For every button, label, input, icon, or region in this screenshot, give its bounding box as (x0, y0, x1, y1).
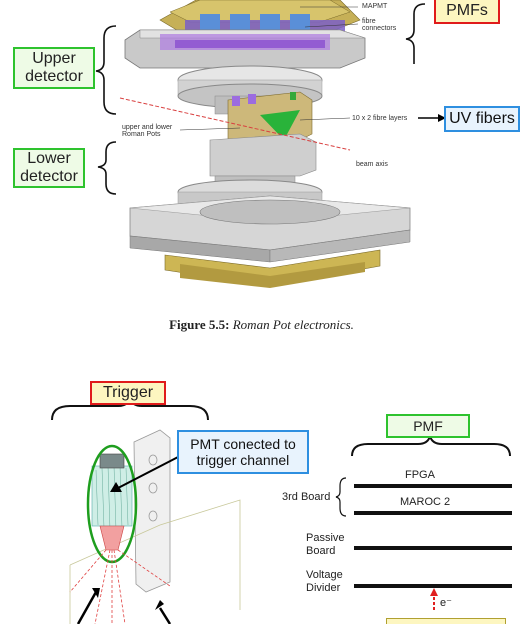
figure-caption-text: Roman Pot electronics. (233, 317, 354, 332)
electron-label: e⁻ (440, 596, 452, 609)
third-board-brace (336, 478, 346, 516)
lower-detector-label: Lower detector (13, 148, 85, 188)
upper-flange (125, 30, 365, 68)
maroc-label: MAROC 2 (400, 496, 450, 508)
upper-detector-brace (96, 26, 116, 114)
photocathode-box (386, 618, 506, 624)
maroc-board-bar (354, 511, 512, 515)
upper-detector-label: Upper detector (13, 47, 95, 89)
voltage-divider-label: Voltage Divider (306, 569, 343, 595)
pmfs-brace (406, 4, 425, 64)
beam-axis-annotation: beam axis (356, 161, 388, 168)
figure-caption: Figure 5.5: Roman Pot electronics. (0, 317, 523, 333)
uv-fibers-label: UV fibers (444, 106, 520, 132)
pmf-brace (352, 436, 510, 456)
pmf-cards (160, 0, 360, 32)
passive-board-label: Passive Board (306, 532, 345, 558)
pmf-label: PMF (386, 414, 470, 438)
base-plate (130, 196, 410, 288)
lower-detector-brace (98, 142, 116, 194)
voltage-divider-bar (354, 584, 512, 588)
fpga-board-bar (354, 484, 512, 488)
pmt-tube (92, 454, 132, 550)
third-board-label: 3rd Board (282, 491, 330, 503)
roman-pots-annotation: upper and lower Roman Pots (122, 124, 172, 139)
trigger-label: Trigger (90, 381, 166, 405)
pmfs-label: PMFs (434, 0, 500, 24)
passive-board-bar (354, 546, 512, 550)
fibre-connectors-annotation: fibre connectors (362, 18, 396, 33)
fpga-label: FPGA (405, 469, 435, 481)
fibre-layers-annotation: 10 x 2 fibre layers (352, 115, 407, 122)
pmt-label: PMT conected to trigger channel (177, 430, 309, 474)
mapmt-annotation: MAPMT (362, 3, 387, 10)
figure-number: Figure 5.5: (169, 317, 229, 332)
